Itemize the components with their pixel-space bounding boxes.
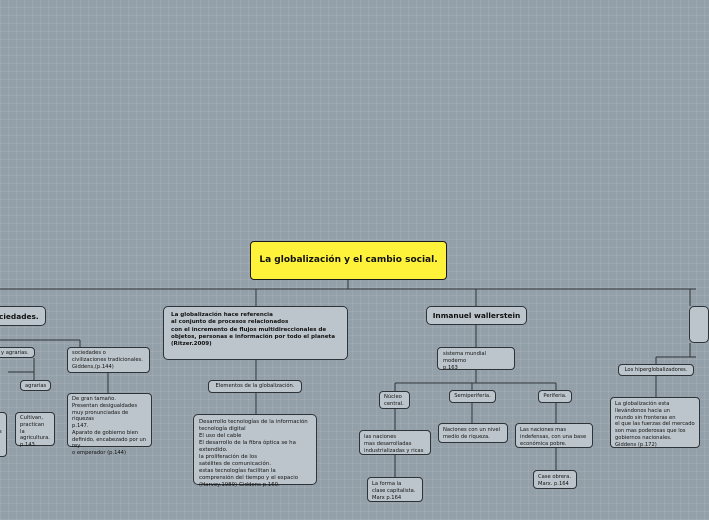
world-system-node[interactable]: sistema mundial moderno p.163 [437, 347, 515, 371]
globalization-definition-node[interactable]: La globalización hace referencia al conj… [163, 306, 348, 360]
semiperiferia-description-node[interactable]: Naciones con un nivel medio de riqueza. [438, 423, 508, 443]
left-branch-title[interactable]: ciedades. [0, 306, 46, 326]
hyperglobalizers-node[interactable]: Los hiperglobalizadores. [618, 364, 694, 376]
periferia-node[interactable]: Periferia. [538, 390, 572, 403]
wallerstein-title-node[interactable]: Inmanuel wallerstein [426, 306, 527, 325]
periferia-marx-node[interactable]: Case obrera. Marx. p.164 [533, 470, 577, 489]
elements-text-node[interactable]: Desarrollo tecnologías de la información… [193, 414, 317, 488]
central-topic[interactable]: La globalización y el cambio social. [250, 241, 447, 280]
right-branch-title[interactable] [689, 306, 709, 343]
nucleo-description-node[interactable]: las naciones mas desarrolladas industria… [359, 430, 431, 455]
elements-label-node[interactable]: Elementos de la globalización. [208, 380, 302, 393]
left-agrarian-label[interactable]: y agrarias. [0, 347, 35, 358]
left-agrarias-label[interactable]: agrarias [20, 380, 51, 391]
periferia-description-node[interactable]: Las naciones mas indefensas, con una bas… [515, 423, 593, 448]
left-gran-tamano-node[interactable]: De gran tamaño. Presentan desigualdades … [67, 393, 152, 456]
nucleo-marx-node[interactable]: La forma la clase capitalista. Marx p.16… [367, 477, 423, 502]
semiperiferia-node[interactable]: Semiperiferia. [449, 390, 496, 403]
left-edge-node[interactable]: s [0, 412, 7, 457]
left-cultivan-node[interactable]: Cultivan, practican la agricultura. p.14… [15, 412, 55, 448]
left-traditional-node[interactable]: sociedades o civilizaciones tradicionale… [67, 347, 150, 373]
hyperglobalizers-description-node[interactable]: La globalización esta llevándonos hacia … [610, 397, 700, 448]
nucleo-node[interactable]: Núcleo central. [379, 391, 410, 409]
